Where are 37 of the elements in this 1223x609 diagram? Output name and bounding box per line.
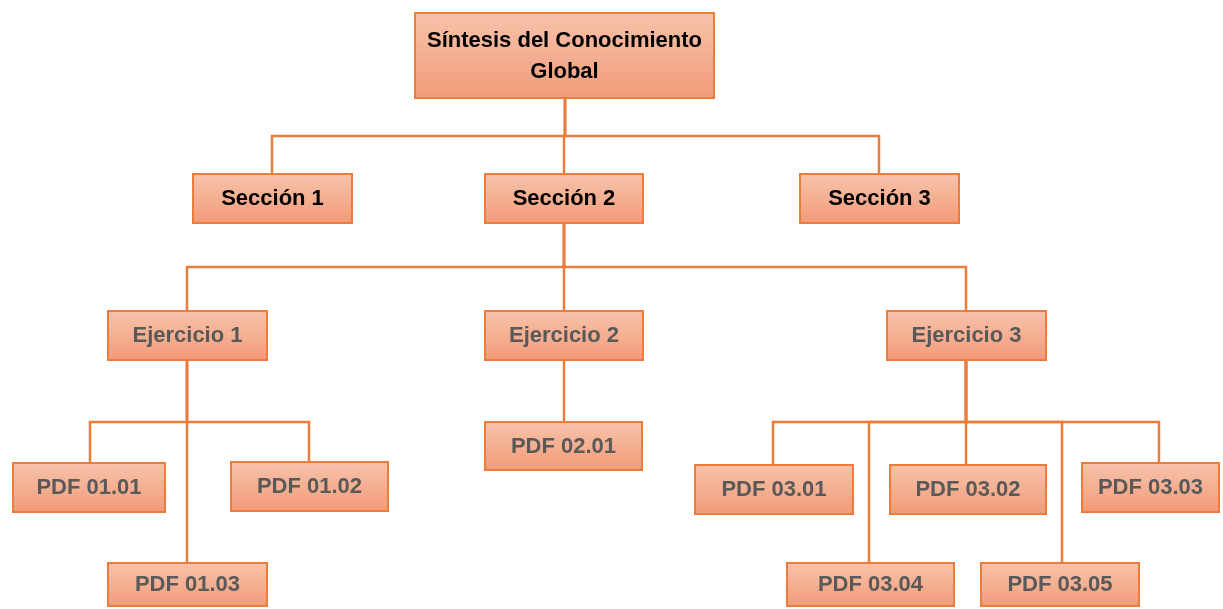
- hierarchy-box: [980, 562, 1140, 607]
- box-label: PDF 03.03: [1096, 473, 1205, 502]
- box-label: PDF 01.01: [35, 473, 143, 502]
- connector-line: [185, 361, 189, 562]
- connector-line: [562, 224, 968, 310]
- box-label: PDF 03.04: [816, 570, 925, 599]
- connector-line: [563, 99, 881, 173]
- connector-line: [562, 361, 566, 421]
- hierarchy-box: [192, 173, 353, 224]
- box-label: PDF 01.03: [133, 570, 242, 599]
- hierarchy-box: [12, 462, 166, 513]
- hierarchy-box: [107, 310, 268, 361]
- hierarchy-box: [799, 173, 960, 224]
- hierarchy-box: [1081, 462, 1220, 513]
- hierarchy-box: [694, 464, 854, 515]
- box-label: PDF 03.01: [720, 475, 828, 504]
- box-label: Síntesis del Conocimiento Global: [425, 25, 703, 85]
- hierarchy-box: [886, 310, 1047, 361]
- hierarchy-box: [107, 562, 268, 607]
- box-label: PDF 03.05: [1006, 570, 1114, 599]
- hierarchy-box: [230, 461, 389, 512]
- box-label: Ejercicio 2: [507, 321, 621, 350]
- hierarchy-box: [889, 464, 1047, 515]
- box-label: Ejercicio 3: [910, 321, 1023, 350]
- box-label: Sección 2: [511, 184, 617, 213]
- box-label: PDF 03.02: [914, 475, 1022, 504]
- box-label: PDF 02.01: [509, 431, 618, 460]
- hierarchy-box: [484, 421, 643, 471]
- hierarchy-box: [484, 310, 644, 361]
- box-label: Ejercicio 1: [131, 321, 244, 350]
- box-label: PDF 01.02: [255, 472, 364, 501]
- box-label: Sección 3: [827, 184, 932, 213]
- box-label: Sección 1: [220, 184, 325, 213]
- hierarchy-box: [786, 562, 955, 607]
- connector-line: [964, 361, 1064, 562]
- hierarchy-box: [484, 173, 644, 224]
- root-box: [414, 12, 715, 99]
